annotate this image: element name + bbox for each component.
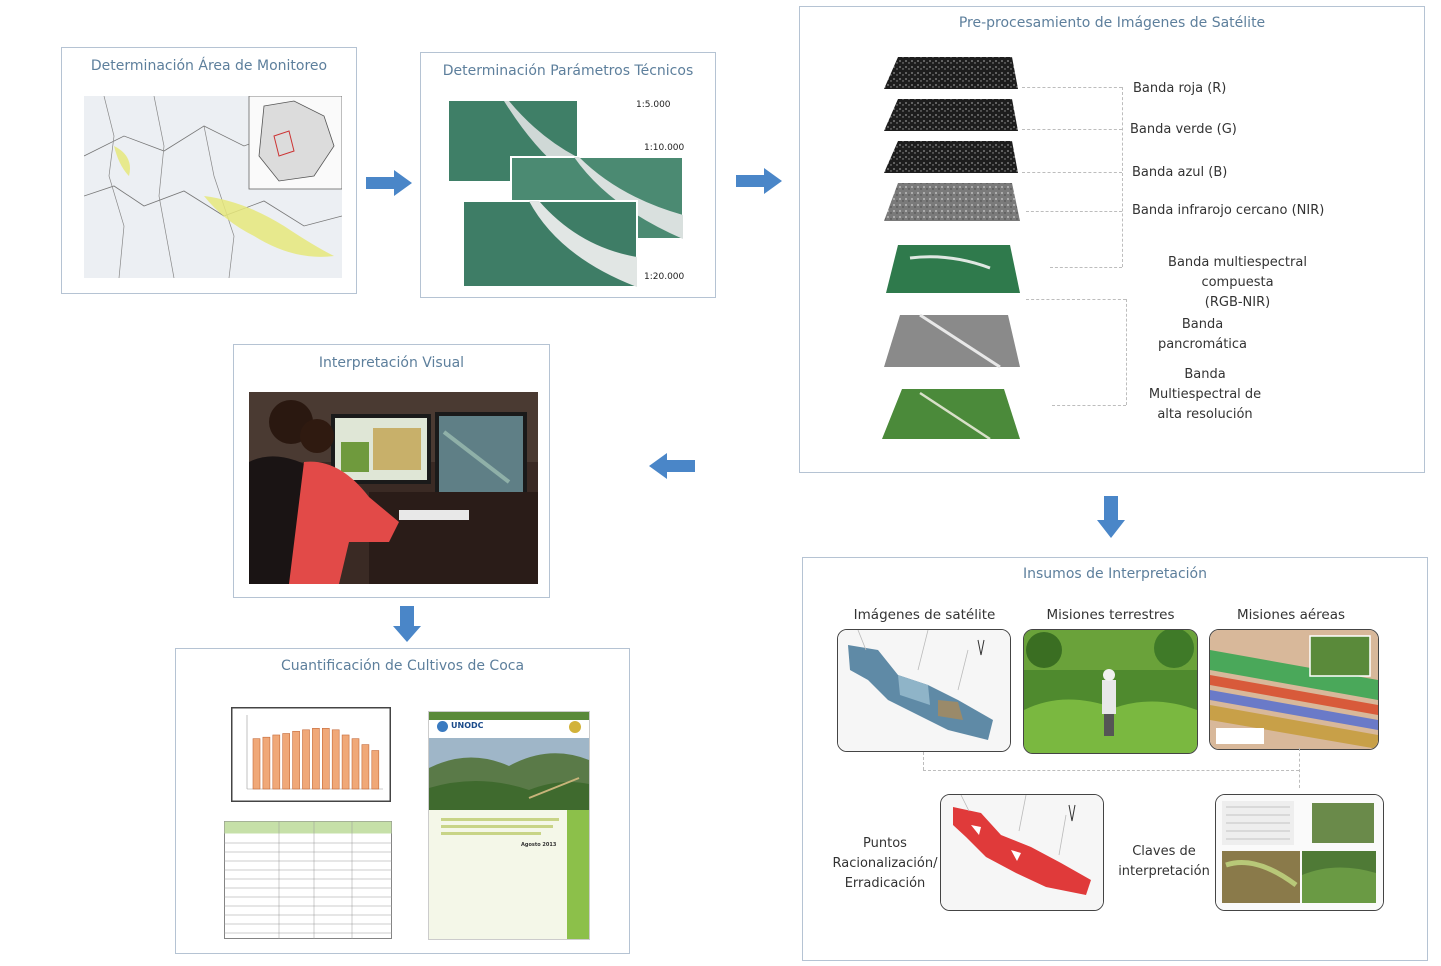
connector-nir [1026, 211, 1122, 212]
coca-bar-chart [231, 707, 391, 802]
un-logo-icon [437, 721, 448, 732]
eradication-points-label: Puntos Racionalización/ Erradicación [832, 836, 938, 891]
connector-hires [1052, 405, 1126, 406]
band-label-blue: Banda azul (B) [1132, 165, 1228, 180]
interpretation-keys-label: Claves de interpretación [1118, 844, 1210, 879]
band-label-nir: Banda infrarojo cercano (NIR) [1132, 203, 1325, 218]
panel-quantification: Cuantificación de Cultivos de Coca UNODC [175, 648, 630, 954]
bar [262, 736, 271, 790]
connector-vertical-1 [1122, 87, 1123, 267]
satellite-images-thumbnail [837, 629, 1011, 752]
aerial-missions-thumbnail [1209, 629, 1379, 750]
bar [341, 734, 350, 790]
bar [322, 728, 330, 790]
interpretation-photo [249, 392, 538, 584]
bar [282, 733, 291, 790]
connector-inputs-horizontal [923, 770, 1299, 771]
bar [351, 738, 360, 790]
arrow-right-icon [366, 170, 412, 196]
report-date: Agosto 2013 [521, 842, 557, 848]
interpretation-keys-thumbnail [1215, 794, 1384, 911]
band-stack [882, 57, 1020, 439]
arrow-down-icon [393, 606, 421, 642]
report-cover-photo [429, 738, 589, 810]
aerial-missions-label: Misiones aéreas [1236, 607, 1346, 623]
scale-label: 1:20.000 [644, 272, 685, 282]
connector-blue [1022, 172, 1122, 173]
band-label-composite: Banda multiespectral compuesta (RGB-NIR) [1168, 255, 1307, 310]
scale-label: 1:5.000 [636, 100, 671, 110]
bolivia-seal-icon [569, 721, 581, 733]
panel-visual-interpretation: Interpretación Visual [233, 344, 550, 598]
arrow-down-icon [1097, 496, 1125, 538]
connector-composite [1050, 267, 1122, 268]
ground-missions-label: Misiones terrestres [1046, 607, 1175, 623]
bar [252, 738, 261, 790]
bar [331, 729, 340, 790]
bar [361, 744, 370, 790]
connector-vertical-2 [1126, 299, 1127, 405]
panel-title: Determinación Parámetros Técnicos [442, 63, 694, 79]
connector-satellite [923, 752, 924, 770]
connector-aerial [1299, 748, 1300, 788]
bar [371, 750, 380, 790]
band-label-high-resolution: Banda Multiespectral de alta resolución [1148, 367, 1262, 422]
panel-title: Cuantificación de Cultivos de Coca [280, 658, 525, 674]
eradication-points-map [940, 794, 1104, 911]
arrow-left-icon [649, 453, 695, 479]
panel-title: Determinación Área de Monitoreo [90, 58, 328, 74]
panel-technical-parameters: Determinación Parámetros Técnicos 1:5.00… [420, 52, 716, 298]
band-label-green: Banda verde (G) [1130, 122, 1237, 137]
satellite-images-label: Imágenes de satélite [853, 607, 996, 623]
bar [292, 730, 300, 790]
panel-title: Pre-procesamiento de Imágenes de Satélit… [958, 15, 1266, 31]
connector-green [1022, 129, 1122, 130]
band-label-red: Banda roja (R) [1133, 81, 1227, 96]
monitoring-area-map [84, 96, 342, 278]
arrow-right-icon [736, 168, 782, 194]
bar [312, 728, 320, 790]
coca-data-table [224, 821, 392, 939]
connector-pan [1026, 299, 1126, 300]
scale-label: 1:10.000 [644, 143, 685, 153]
connector-red [1022, 87, 1122, 88]
scale-images [449, 101, 684, 288]
ground-missions-thumbnail [1023, 629, 1198, 754]
report-org: UNODC [451, 721, 484, 730]
bar [302, 729, 310, 790]
panel-interpretation-inputs: Insumos de Interpretación Imágenes de sa… [802, 557, 1428, 961]
bar [272, 734, 281, 790]
unodc-report-cover: UNODC Agosto 2013 [428, 711, 590, 940]
panel-title: Interpretación Visual [318, 355, 465, 371]
panel-monitoring-area: Determinación Área de Monitoreo [61, 47, 357, 294]
band-label-panchromatic: Banda pancromática [1157, 317, 1248, 352]
panel-preprocessing: Pre-procesamiento de Imágenes de Satélit… [799, 6, 1425, 473]
panel-title: Insumos de Interpretación [1023, 566, 1207, 582]
